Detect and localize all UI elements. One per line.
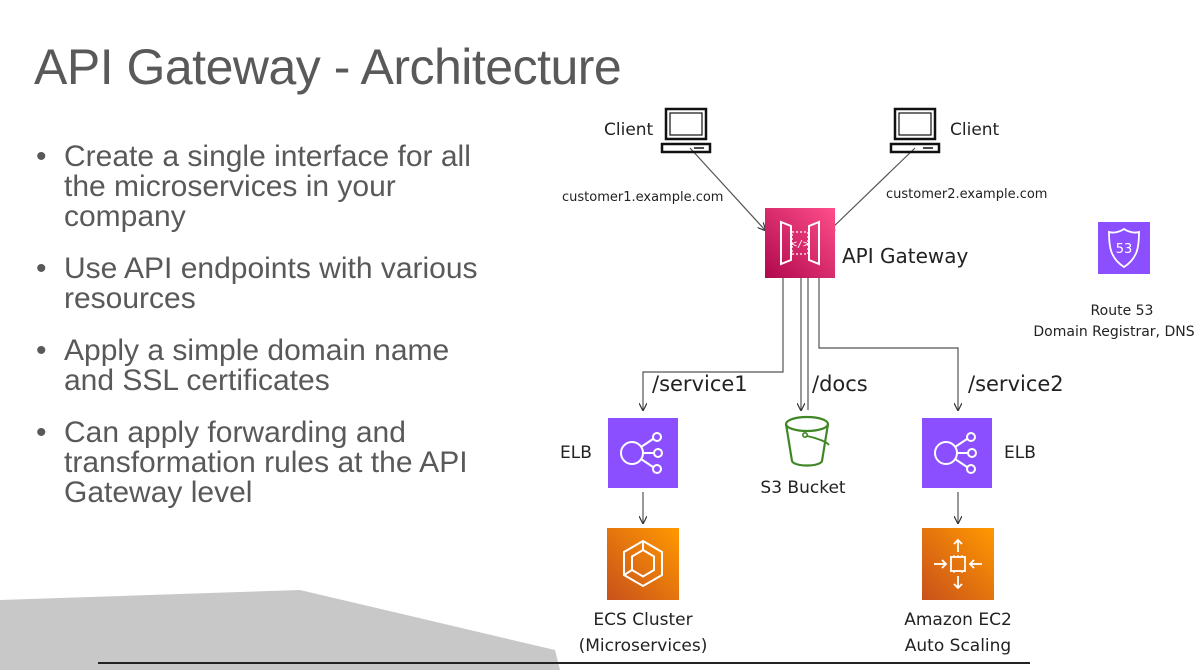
api-gateway-icon: </> bbox=[765, 208, 835, 278]
s3-bucket-label: S3 Bucket bbox=[760, 478, 846, 498]
route53-badge: 53 bbox=[1116, 242, 1133, 257]
api-gateway-label: API Gateway bbox=[842, 244, 969, 268]
auto-scaling-icon bbox=[922, 528, 994, 600]
elb-icon bbox=[922, 418, 992, 488]
client-right-label: Client bbox=[950, 120, 1000, 140]
connector-client1-gateway bbox=[689, 147, 765, 230]
url-right-label: customer2.example.com bbox=[886, 187, 1048, 202]
elb-left-label: ELB bbox=[560, 443, 592, 463]
route53-icon: 53 bbox=[1098, 222, 1150, 274]
route53-description: Domain Registrar, DNS bbox=[1033, 324, 1195, 340]
s3-bucket-icon bbox=[784, 415, 830, 467]
bullet-list: Create a single interface for all the mi… bbox=[36, 142, 506, 530]
slide-title: API Gateway - Architecture bbox=[34, 39, 622, 95]
footer-wedge bbox=[0, 590, 560, 670]
client-left-label: Client bbox=[604, 120, 654, 140]
bullet-item: Use API endpoints with various resources bbox=[36, 254, 506, 314]
laptop-icon bbox=[889, 107, 941, 154]
bullet-item: Create a single interface for all the mi… bbox=[36, 142, 506, 232]
elb-icon bbox=[608, 418, 678, 488]
connector-client2-gateway bbox=[828, 147, 916, 232]
ecs-label-line1: ECS Cluster bbox=[593, 610, 693, 630]
bullet-item: Can apply forwarding and transformation … bbox=[36, 418, 506, 508]
ec2-label-line2: Auto Scaling bbox=[904, 636, 1012, 656]
url-left-label: customer1.example.com bbox=[562, 190, 724, 205]
connector-gateway-service2 bbox=[818, 278, 958, 410]
path-service1-label: /service1 bbox=[652, 372, 748, 396]
path-docs-label: /docs bbox=[812, 372, 868, 396]
path-service2-label: /service2 bbox=[968, 372, 1064, 396]
elb-right-label: ELB bbox=[1004, 443, 1036, 463]
connector-gateway-service1 bbox=[643, 278, 784, 410]
route53-label: Route 53 bbox=[1090, 303, 1154, 319]
ec2-label-line1: Amazon EC2 bbox=[904, 610, 1012, 630]
laptop-icon bbox=[660, 107, 712, 154]
ecs-label-line2: (Microservices) bbox=[578, 636, 708, 656]
bullet-item: Apply a simple domain name and SSL certi… bbox=[36, 336, 506, 396]
ecs-icon bbox=[607, 528, 679, 600]
footer-bar bbox=[98, 662, 1030, 664]
svg-text:</>: </> bbox=[791, 239, 809, 250]
